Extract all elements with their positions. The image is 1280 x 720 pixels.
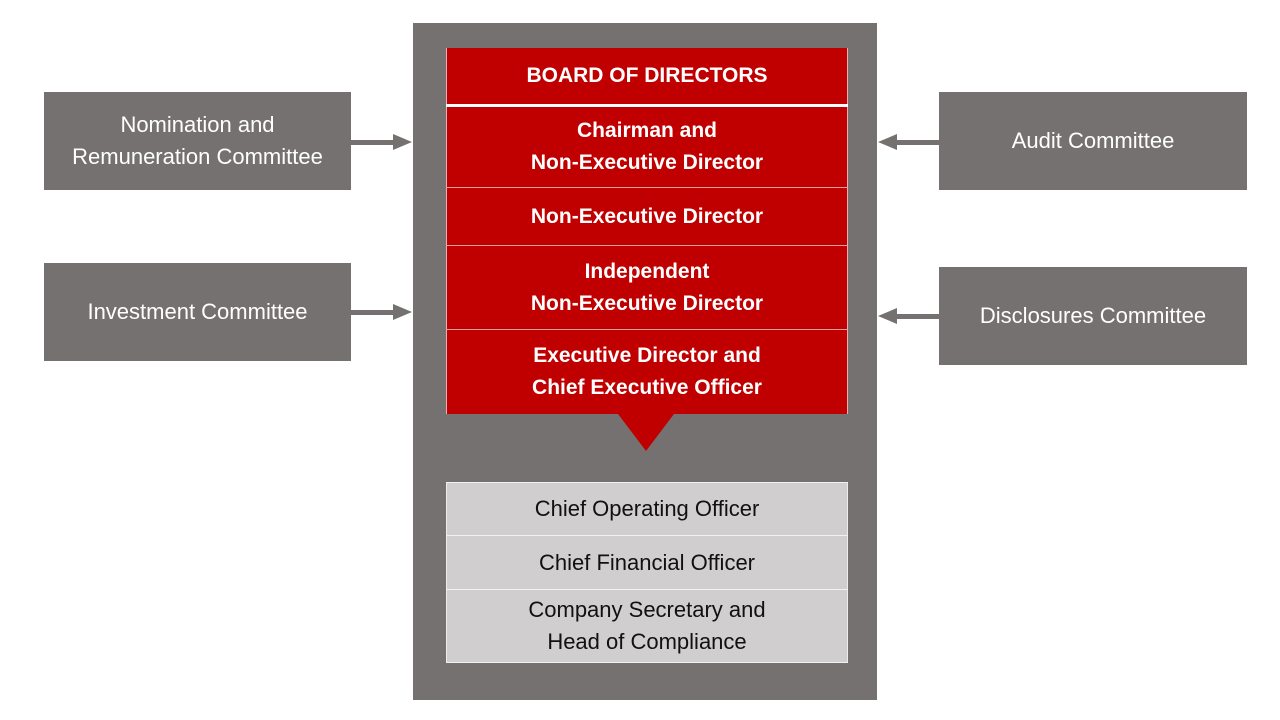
arrow-right-icon [351,134,413,150]
management-label: Chief Operating Officer [534,496,760,521]
board-member-label: Executive Director and Chief Executive O… [532,344,762,399]
management-company-secretary: Company Secretary and Head of Compliance [446,589,848,663]
arrow-left-icon [877,134,939,150]
board-member-label: Non-Executive Director [530,204,764,228]
down-pointer-icon [618,414,674,451]
committee-label: Disclosures Committee [979,303,1207,328]
management-label: Chief Financial Officer [538,549,755,575]
board-title-separator [446,104,848,107]
committee-label: Audit Committee [1011,128,1175,153]
management-coo: Chief Operating Officer [446,482,848,535]
management-label: Company Secretary and Head of Compliance [528,597,766,654]
board-title-text: BOARD OF DIRECTORS [526,64,768,87]
committee-nomination-remuneration: Nomination and Remuneration Committee [44,92,351,190]
management-block: Chief Operating Officer Chief Financial … [446,482,848,663]
committee-audit: Audit Committee [939,92,1247,190]
board-member-label: Chairman and Non-Executive Director [530,119,764,174]
board-of-directors-block: BOARD OF DIRECTORS Chairman and Non-Exec… [446,48,848,414]
board-member-chairman: Chairman and Non-Executive Director [446,107,848,187]
management-cfo: Chief Financial Officer [446,535,848,589]
committee-disclosures: Disclosures Committee [939,267,1247,365]
board-member-independent: Independent Non-Executive Director [446,245,848,329]
board-title: BOARD OF DIRECTORS [446,48,848,104]
committee-investment: Investment Committee [44,263,351,361]
committee-label: Investment Committee [87,299,308,324]
arrow-right-icon [351,304,413,320]
committee-label: Nomination and Remuneration Committee [72,112,323,169]
board-member-non-executive: Non-Executive Director [446,187,848,245]
board-member-ceo: Executive Director and Chief Executive O… [446,329,848,414]
board-member-label: Independent Non-Executive Director [530,259,764,315]
arrow-left-icon [877,308,939,324]
